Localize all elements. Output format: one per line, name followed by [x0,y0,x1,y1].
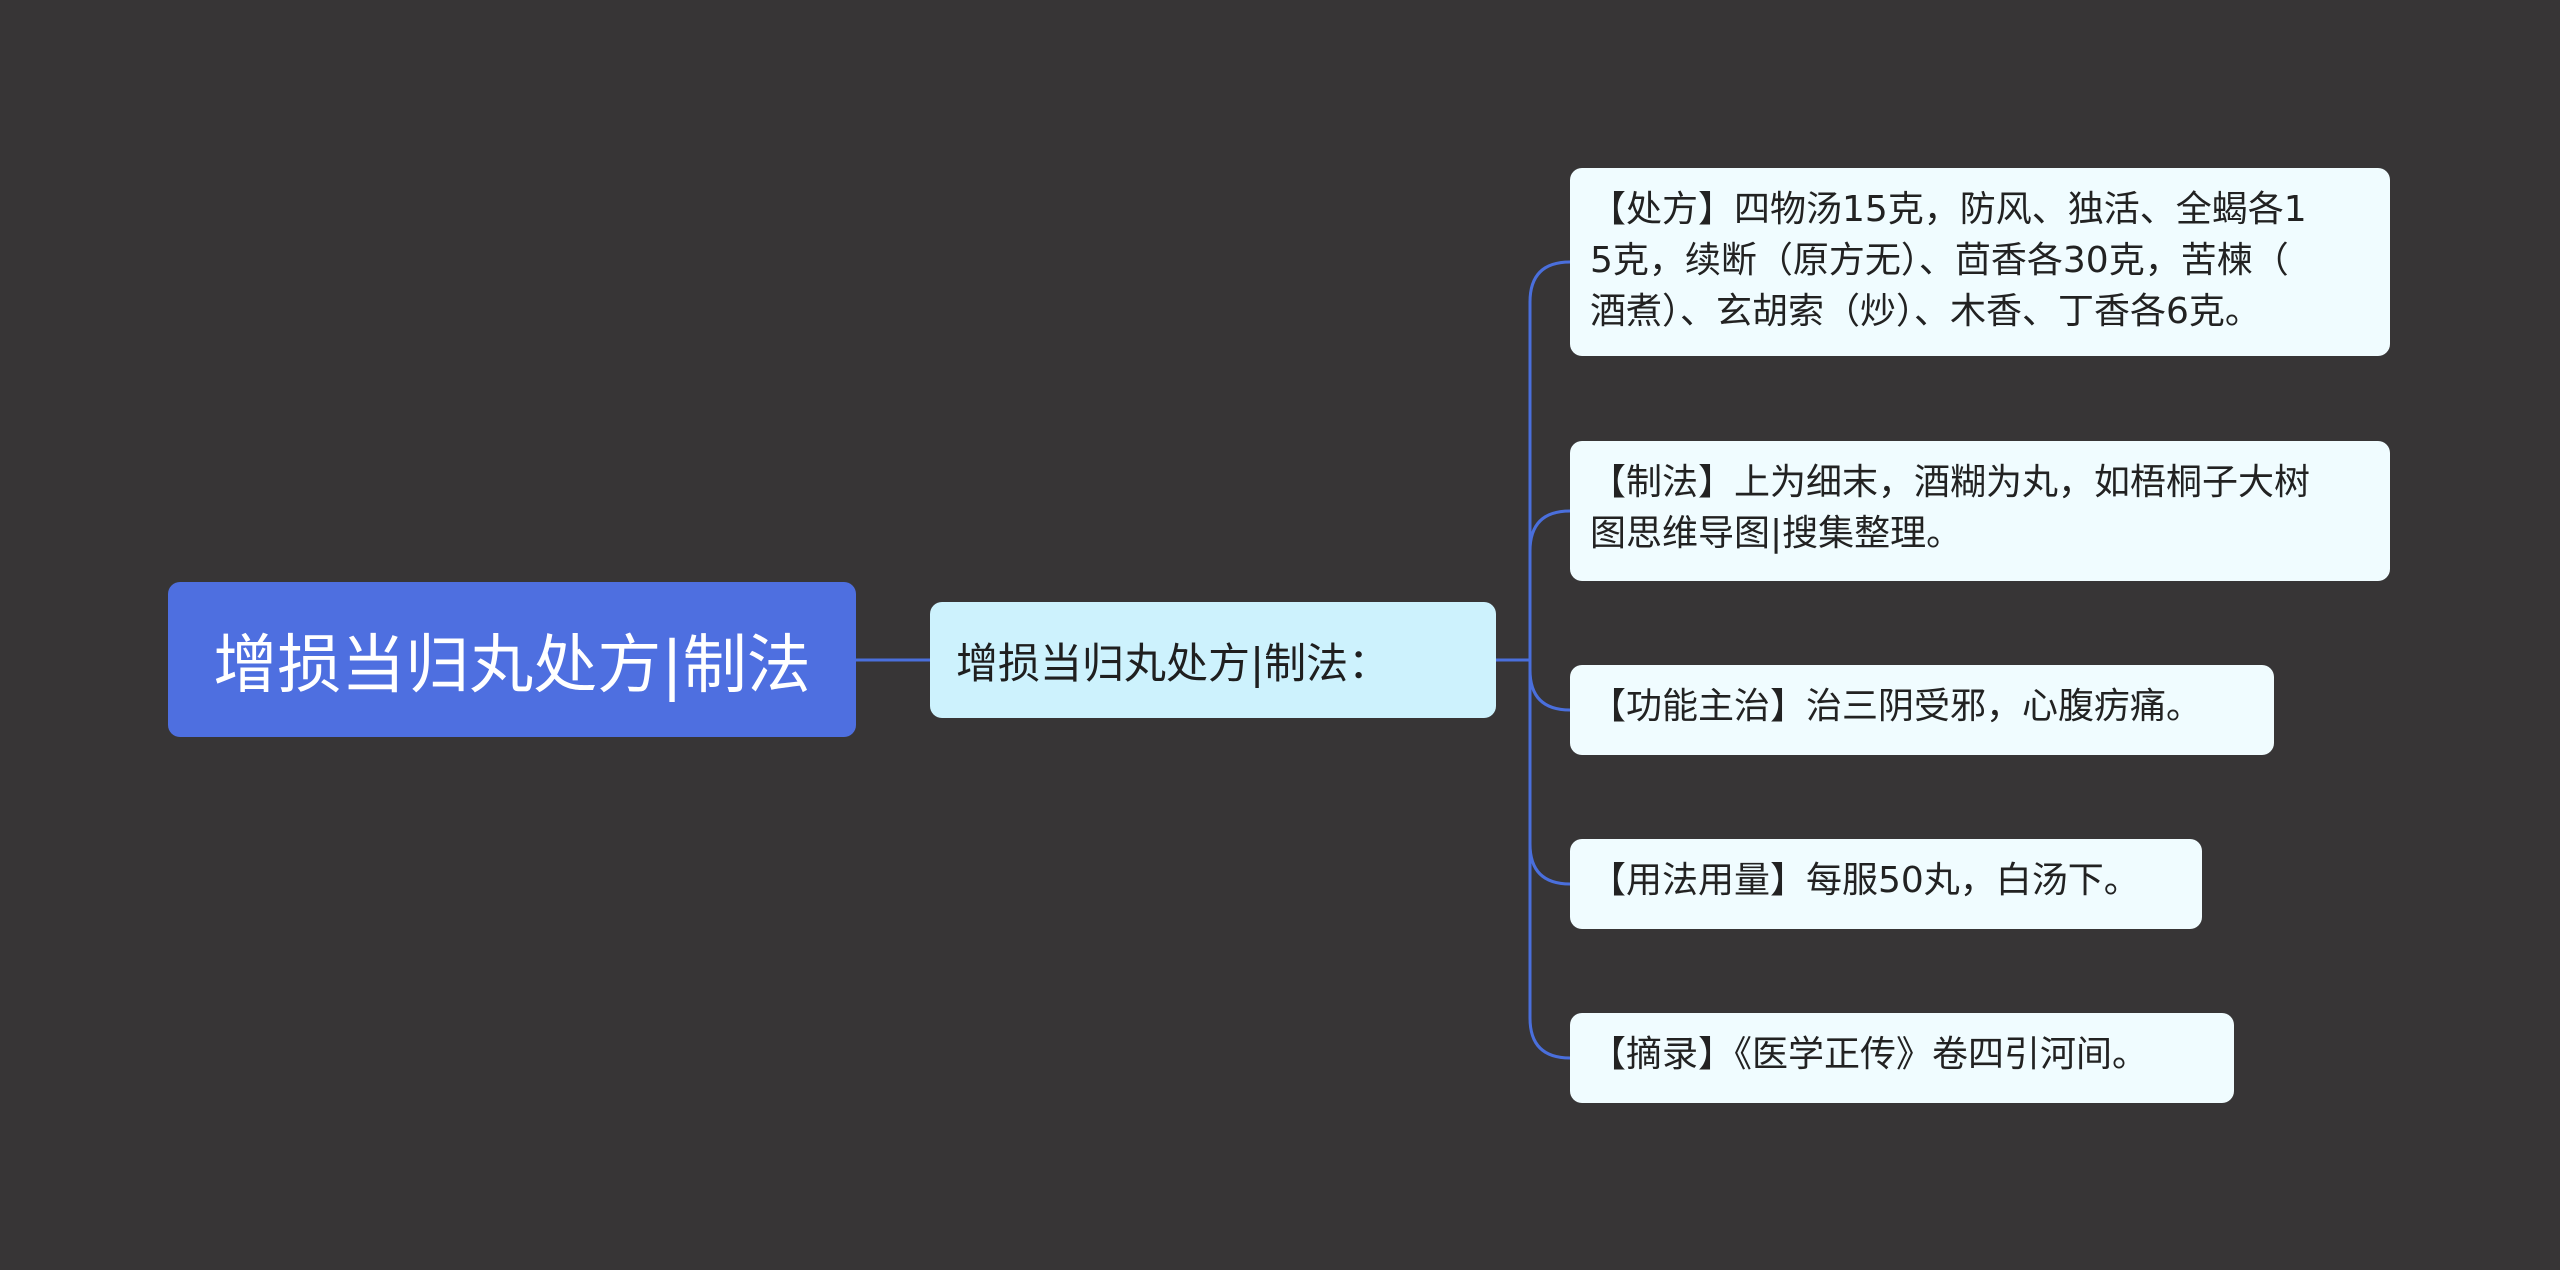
leaf-node-indications[interactable]: 【功能主治】治三阴受邪，心腹疠痛。 [1570,665,2274,755]
trunk-connector [1528,260,1571,1060]
trunk-to-leaf-4-connector [1528,843,1571,886]
leaf-node-prescription[interactable]: 【处方】四物汤15克，防风、独活、全蝎各1 5克，续断（原方无）、茴香各30克，… [1570,168,2390,356]
trunk-to-leaf-3-connector [1528,669,1571,712]
branch-node[interactable]: 增损当归丸处方|制法： [930,602,1496,718]
leaf-node-dosage[interactable]: 【用法用量】每服50丸，白汤下。 [1570,839,2202,929]
leaf-node-source[interactable]: 【摘录】《医学正传》卷四引河间。 [1570,1013,2234,1103]
root-node-label: 增损当归丸处方|制法 [213,628,811,703]
root-node[interactable]: 增损当归丸处方|制法 [168,582,856,737]
leaf-node-preparation[interactable]: 【制法】上为细末，酒糊为丸，如梧桐子大树 图思维导图|搜集整理。 [1570,441,2390,581]
trunk-to-leaf-2-connector [1528,509,1571,552]
branch-node-label: 增损当归丸处方|制法： [956,638,1391,688]
